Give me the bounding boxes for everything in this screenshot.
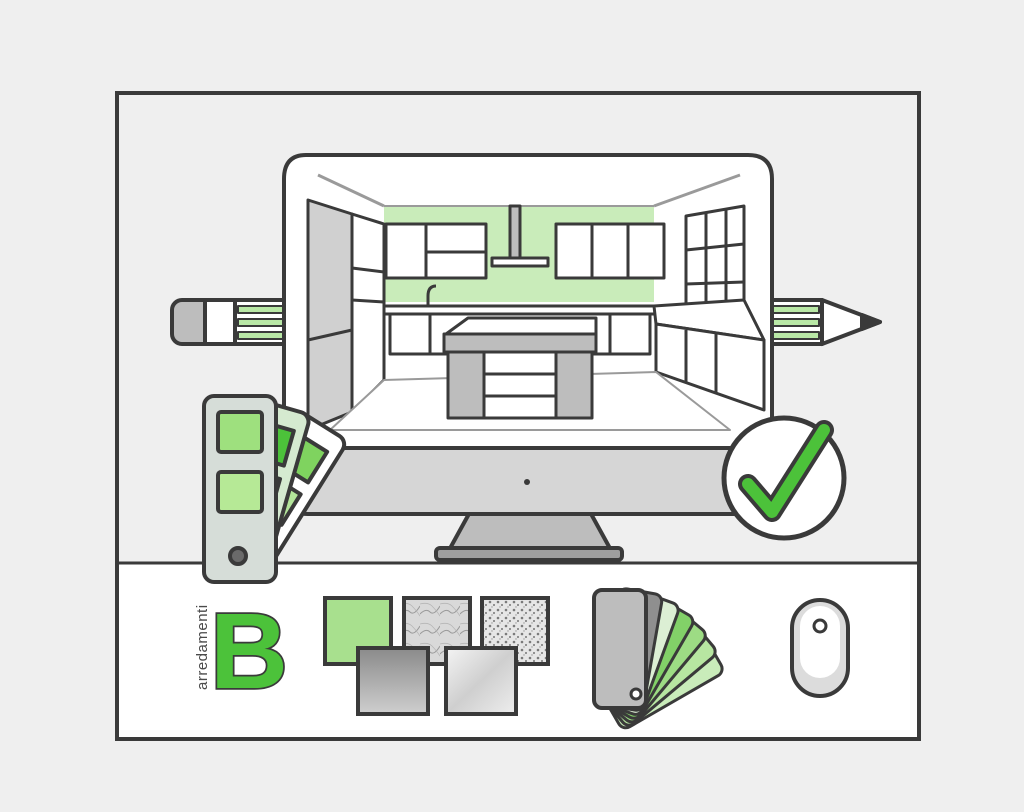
fan-deck-icon xyxy=(592,587,724,730)
power-light xyxy=(524,479,530,485)
color-swatch-icon xyxy=(202,394,347,584)
checkmark-icon xyxy=(721,415,847,541)
material-samples-icon xyxy=(323,596,550,716)
brand-word: arredamenti xyxy=(194,604,211,690)
brand-letter: B xyxy=(210,590,288,711)
pencil-icon xyxy=(170,298,882,346)
kitchen-drawing xyxy=(306,173,766,432)
mouse-icon xyxy=(790,598,850,698)
brand-logo: arredamenti B xyxy=(194,588,290,713)
